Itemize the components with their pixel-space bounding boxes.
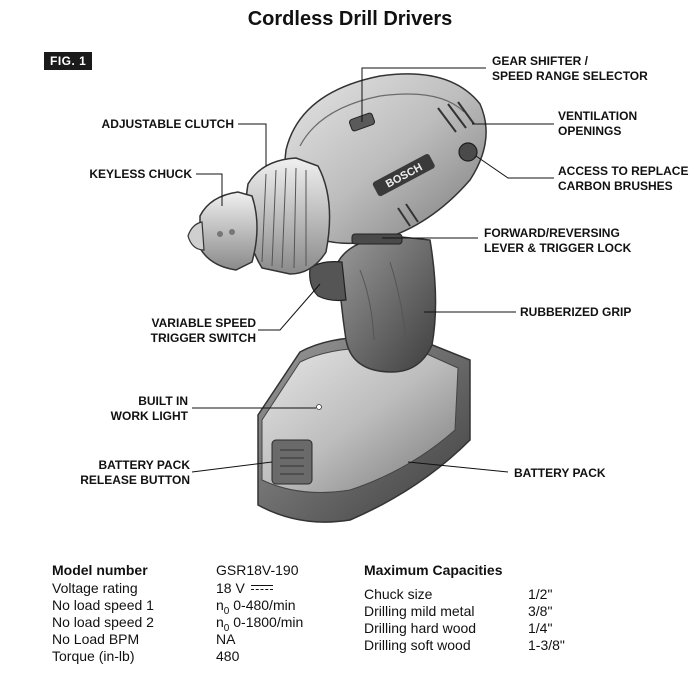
- spec-bpm-value: NA: [216, 631, 236, 647]
- callout-forward-reversing: FORWARD/REVERSING LEVER & TRIGGER LOCK: [484, 226, 631, 256]
- carbon-brush-cap-shape: [458, 142, 478, 162]
- callout-adjustable-clutch-line-1: ADJUSTABLE CLUTCH: [101, 117, 234, 131]
- callout-battery-release-line-2: RELEASE BUTTON: [80, 473, 190, 487]
- callout-battery-release-line-1: BATTERY PACK: [98, 458, 190, 472]
- leader-lines: [191, 67, 554, 473]
- callout-variable-speed-line-1: VARIABLE SPEED: [151, 316, 256, 330]
- capacity-chuck-value: 1/2": [528, 586, 553, 602]
- callout-keyless-chuck: KEYLESS CHUCK: [66, 167, 192, 182]
- spec-speed2-value: 0-1800/min: [229, 614, 304, 630]
- spec-speed1-value-cell: n0 0-480/min: [216, 597, 296, 620]
- callout-work-light-line-2: WORK LIGHT: [110, 409, 188, 423]
- callout-ventilation: VENTILATION OPENINGS: [558, 109, 637, 139]
- clutch-ring-shape: [245, 157, 331, 275]
- capacities-heading: Maximum Capacities: [364, 562, 503, 578]
- callout-gear-shifter: GEAR SHIFTER / SPEED RANGE SELECTOR: [492, 54, 648, 84]
- callout-adjustable-clutch: ADJUSTABLE CLUTCH: [86, 117, 234, 132]
- callout-variable-speed: VARIABLE SPEED TRIGGER SWITCH: [106, 316, 256, 346]
- spec-speed1-prefix: n: [216, 597, 224, 613]
- spec-speed1-label: No load speed 1: [52, 597, 154, 613]
- spec-speed2-label: No load speed 2: [52, 614, 154, 630]
- drill-illustration: BOSCH: [187, 67, 554, 523]
- callout-forward-reversing-line-2: LEVER & TRIGGER LOCK: [484, 241, 632, 255]
- page-title: Cordless Drill Drivers: [247, 8, 453, 30]
- capacity-hard-wood-value: 1/4": [528, 620, 553, 636]
- callout-carbon-brushes: ACCESS TO REPLACE CARBON BRUSHES: [558, 164, 688, 194]
- spec-bpm-label: No Load BPM: [52, 631, 140, 647]
- battery-pack-shape: [257, 336, 471, 523]
- spec-speed1-value: 0-480/min: [229, 597, 296, 613]
- spec-torque-label: Torque (in-lb): [52, 648, 135, 664]
- spec-voltage-label: Voltage rating: [52, 580, 138, 596]
- callout-work-light: BUILT IN WORK LIGHT: [88, 394, 188, 424]
- callout-ventilation-line-2: OPENINGS: [558, 124, 622, 138]
- callout-carbon-brushes-line-1: ACCESS TO REPLACE: [558, 164, 689, 178]
- callout-rubberized-grip: RUBBERIZED GRIP: [520, 305, 631, 320]
- figure-label: FIG. 1: [44, 52, 93, 70]
- spec-model-value: GSR18V-190: [216, 562, 299, 578]
- callout-battery-release: BATTERY PACK RELEASE BUTTON: [60, 458, 190, 488]
- callout-keyless-chuck-line-1: KEYLESS CHUCK: [89, 167, 192, 181]
- callout-gear-shifter-line-2: SPEED RANGE SELECTOR: [492, 69, 648, 83]
- spec-torque-value: 480: [216, 648, 240, 664]
- callout-rubberized-grip-line-1: RUBBERIZED GRIP: [520, 305, 632, 319]
- capacity-soft-wood-label: Drilling soft wood: [364, 637, 471, 653]
- spec-model-label: Model number: [52, 562, 148, 578]
- capacity-mild-metal-value: 3/8": [528, 603, 553, 619]
- spec-speed1-sub: 0: [223, 605, 230, 617]
- callout-forward-reversing-line-1: FORWARD/REVERSING: [484, 226, 620, 240]
- capacity-soft-wood-value: 1-3/8": [528, 637, 565, 653]
- spec-speed2-value-cell: n0 0-1800/min: [216, 614, 303, 637]
- grip-shape: [337, 235, 437, 373]
- callout-battery-pack: BATTERY PACK: [514, 466, 606, 481]
- callout-variable-speed-line-2: TRIGGER SWITCH: [150, 331, 256, 345]
- callout-ventilation-line-1: VENTILATION: [558, 109, 638, 123]
- forward-reverse-lever-shape: [351, 233, 403, 245]
- callout-battery-pack-line-1: BATTERY PACK: [514, 466, 606, 480]
- spec-voltage-value: 18 V: [216, 580, 245, 596]
- work-light-shape: [316, 404, 322, 410]
- dc-symbol-icon: [250, 585, 273, 593]
- spec-speed2-prefix: n: [216, 614, 224, 630]
- callout-carbon-brushes-line-2: CARBON BRUSHES: [558, 179, 673, 193]
- spec-voltage-value-cell: 18 V: [216, 580, 273, 597]
- capacity-chuck-label: Chuck size: [364, 586, 433, 602]
- callout-work-light-line-1: BUILT IN: [138, 394, 188, 408]
- trigger-shape: [309, 261, 347, 302]
- capacity-hard-wood-label: Drilling hard wood: [364, 620, 477, 636]
- keyless-chuck-shape: [199, 191, 258, 271]
- spec-speed2-sub: 0: [223, 622, 230, 634]
- vents-shape: [397, 101, 475, 227]
- callout-gear-shifter-line-1: GEAR SHIFTER /: [492, 54, 589, 68]
- capacity-mild-metal-label: Drilling mild metal: [364, 603, 475, 619]
- battery-release-button-shape: [271, 439, 313, 485]
